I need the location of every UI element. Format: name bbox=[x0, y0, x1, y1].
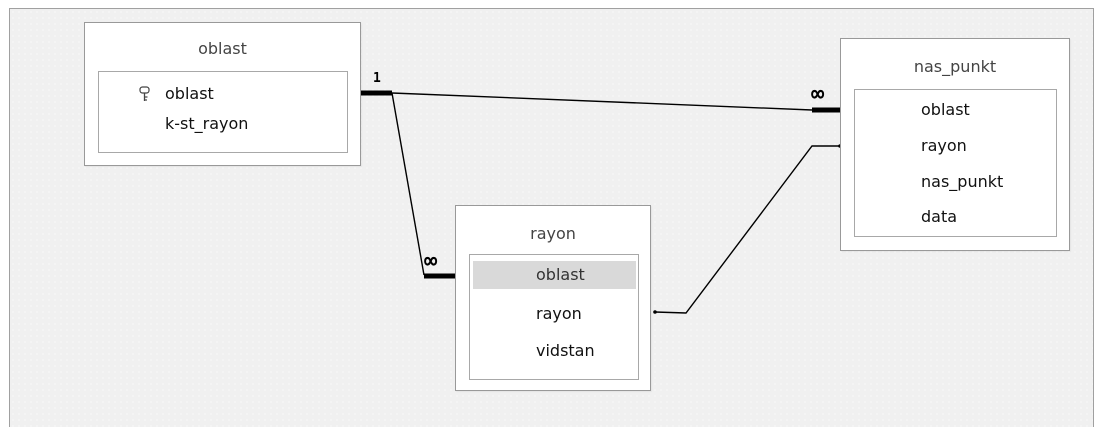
relationship-oblast-nas-punkt[interactable]: 1 ∞ bbox=[361, 71, 840, 113]
relationship-rayon-nas-punkt[interactable] bbox=[653, 144, 842, 314]
many-marker: ∞ bbox=[811, 82, 825, 107]
table-title: oblast bbox=[198, 39, 247, 58]
field-label: oblast bbox=[921, 100, 970, 119]
table-rayon[interactable]: rayon oblast rayon vidstan bbox=[455, 205, 651, 391]
field-nas-punkt[interactable]: nas_punkt bbox=[855, 168, 1056, 196]
field-label: oblast bbox=[536, 265, 585, 284]
field-data[interactable]: data bbox=[855, 203, 1056, 231]
key-icon bbox=[139, 86, 150, 101]
field-vidstan[interactable]: vidstan bbox=[470, 337, 638, 365]
one-marker: 1 bbox=[373, 71, 381, 86]
many-marker: ∞ bbox=[424, 249, 438, 274]
field-oblast[interactable]: oblast bbox=[473, 261, 636, 289]
table-title: nas_punkt bbox=[913, 57, 997, 76]
field-oblast[interactable]: oblast bbox=[855, 96, 1056, 124]
field-list: oblast rayon nas_punkt data bbox=[854, 89, 1057, 237]
field-label: k-st_rayon bbox=[165, 114, 249, 133]
relationship-oblast-rayon[interactable]: ∞ bbox=[391, 92, 455, 279]
field-label: oblast bbox=[165, 84, 214, 103]
field-label: nas_punkt bbox=[921, 172, 1004, 191]
field-oblast[interactable]: oblast bbox=[99, 80, 347, 108]
table-nas-punkt[interactable]: nas_punkt oblast rayon nas_punkt data bbox=[840, 38, 1070, 251]
field-label: vidstan bbox=[536, 341, 595, 360]
field-list: oblast rayon vidstan bbox=[469, 254, 639, 380]
table-title: rayon bbox=[530, 224, 576, 243]
field-label: rayon bbox=[921, 136, 967, 155]
field-rayon[interactable]: rayon bbox=[855, 132, 1056, 160]
table-oblast[interactable]: oblast oblast k-st_rayon bbox=[84, 22, 361, 166]
field-rayon[interactable]: rayon bbox=[470, 300, 638, 328]
field-k-st-rayon[interactable]: k-st_rayon bbox=[99, 110, 347, 138]
field-list: oblast k-st_rayon bbox=[98, 71, 348, 153]
field-label: rayon bbox=[536, 304, 582, 323]
field-label: data bbox=[921, 207, 958, 226]
